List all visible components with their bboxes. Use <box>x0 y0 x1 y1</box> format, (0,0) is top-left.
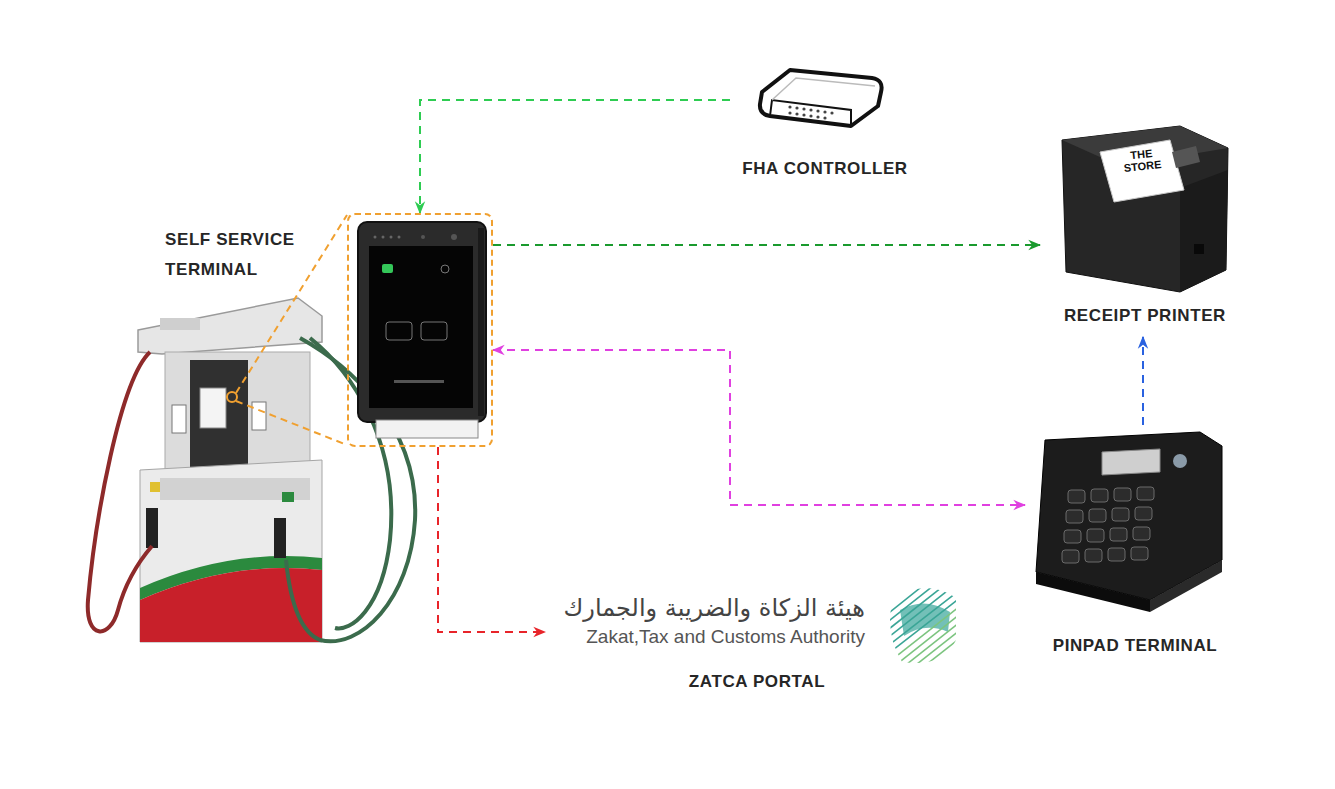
dashed-arrow <box>1142 337 1144 425</box>
dashed-arrow <box>493 350 1025 505</box>
device-label: PINPAD TERMINAL <box>1025 635 1245 657</box>
dashed-arrow <box>493 244 1040 246</box>
printer-device <box>1062 126 1228 292</box>
arabic-name: هيئة الزكاة والضريبة والجمارك <box>545 593 865 623</box>
device-label: SELF SERVICE TERMINAL <box>165 225 315 285</box>
device-label: ZATCA PORTAL <box>607 671 907 693</box>
portal-node: هيئة الزكاة والضريبة والجماركZakat,Tax a… <box>545 585 965 697</box>
english-name: Zakat,Tax and Customs Authority <box>545 625 865 649</box>
dashed-arrow <box>438 447 545 632</box>
pinpad-device <box>1036 432 1222 612</box>
terminal-node: SELF SERVICE TERMINAL <box>347 213 493 447</box>
device-label: RECEIPT PRINTER <box>1040 305 1250 327</box>
device-node: FHA CONTROLLER <box>730 62 920 187</box>
device-node: RECEIPT PRINTER <box>1040 105 1250 337</box>
terminal-device <box>358 222 486 438</box>
dashed-arrow <box>420 100 730 213</box>
device-node: PINPAD TERMINAL <box>1025 425 1245 665</box>
controller-device <box>760 70 882 126</box>
device-label: FHA CONTROLLER <box>730 158 920 180</box>
zatca-emblem <box>880 580 960 670</box>
